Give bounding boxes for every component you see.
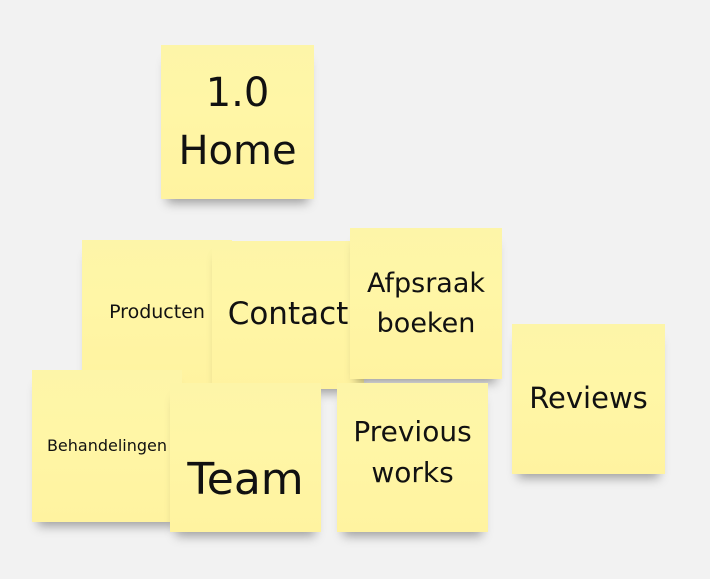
sticky-note-previous-works[interactable]: Previous works <box>337 383 488 532</box>
sticky-note-afspraak-text: Afpsraak boeken <box>366 268 486 339</box>
sticky-note-afspraak-boeken[interactable]: Afpsraak boeken <box>350 228 502 379</box>
sticky-note-previous-works-text: Previous works <box>353 414 472 489</box>
sticky-note-producten[interactable]: Producten <box>82 240 232 385</box>
sticky-note-home-text: 1.0 Home <box>178 70 297 174</box>
sticky-note-contact[interactable]: Contact <box>212 241 364 389</box>
sticky-note-team[interactable]: Team <box>170 383 321 532</box>
sticky-note-contact-text: Contact <box>227 296 349 333</box>
sticky-note-reviews[interactable]: Reviews <box>512 324 665 474</box>
sticky-note-home[interactable]: 1.0 Home <box>161 45 314 199</box>
sticky-note-team-text: Team <box>187 454 304 506</box>
sticky-note-producten-text: Producten <box>109 301 205 324</box>
sticky-note-reviews-text: Reviews <box>529 381 648 416</box>
sticky-note-behandelingen-text: Behandelingen <box>46 435 168 455</box>
sticky-note-behandelingen[interactable]: Behandelingen <box>32 370 182 522</box>
